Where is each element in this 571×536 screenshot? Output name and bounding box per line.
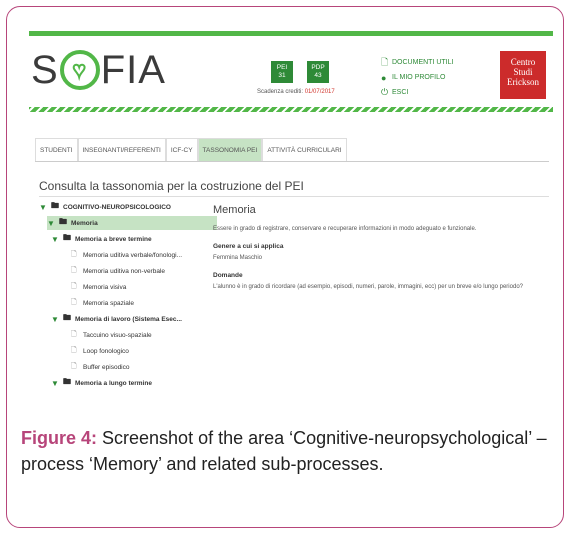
- pei-badge-count: 31: [278, 72, 286, 79]
- tree-node-loop-fonologico[interactable]: 🗋 Loop fonologico: [71, 344, 129, 358]
- logo-right-text: FIA: [100, 48, 166, 92]
- tab-insegnanti-referenti[interactable]: INSEGNANTI/REFERENTI: [77, 138, 166, 161]
- pdp-badge-label: PDP: [311, 64, 325, 71]
- tree-node-cognitivo[interactable]: ▼ 🖿 COGNITIVO-NEUROPSICOLOGICO: [39, 200, 171, 214]
- pei-badge-label: PEI: [276, 64, 288, 71]
- tree-node-label: Memoria uditiva non-verbale: [83, 267, 166, 275]
- figure-caption: Figure 4: Screenshot of the area ‘Cognit…: [21, 425, 557, 477]
- document-icon: 🗋: [71, 346, 77, 354]
- main-tabs: STUDENTI INSEGNANTI/REFERENTI ICF-CY TAS…: [35, 138, 549, 162]
- header-stripe-divider: [29, 107, 553, 112]
- tree-node-uditiva-non-verbale[interactable]: 🗋 Memoria uditiva non-verbale: [71, 264, 165, 278]
- folder-icon: 🖿: [59, 217, 67, 226]
- pdp-counter-badge[interactable]: PDP 43: [307, 61, 329, 83]
- erickson-line-1: Centro: [510, 57, 536, 67]
- logo-left-text: S: [31, 48, 59, 92]
- caption-text: Screenshot of the area ‘Cognitive-neurop…: [21, 428, 547, 474]
- pei-counter-badge[interactable]: PEI 31: [271, 61, 293, 83]
- document-icon: 🗋: [71, 250, 77, 258]
- heart-icon: [59, 50, 100, 90]
- tree-node-label: Memoria: [71, 219, 98, 227]
- tree-node-label: Memoria spaziale: [83, 299, 134, 307]
- expand-triangle-icon[interactable]: ▼: [51, 314, 59, 324]
- tree-node-label: Memoria a lungo termine: [75, 379, 152, 387]
- tree-node-label: Memoria a breve termine: [75, 235, 152, 243]
- document-icon: 🗋: [71, 266, 77, 274]
- folder-icon: 🖿: [63, 377, 71, 386]
- sofia-logo[interactable]: S FIA: [31, 49, 166, 91]
- page-title: Consulta la tassonomia per la costruzion…: [39, 179, 304, 193]
- erickson-logo[interactable]: Centro Studi Erickson: [500, 51, 546, 99]
- tree-node-visiva[interactable]: 🗋 Memoria visiva: [71, 280, 126, 294]
- tree-node-label: Memoria uditiva verbale/fonologi...: [83, 251, 182, 259]
- tree-node-memoria-di-lavoro[interactable]: ▼ 🖿 Memoria di lavoro (Sistema Esec...: [51, 312, 182, 326]
- folder-icon: 🖿: [63, 233, 71, 242]
- tab-studenti[interactable]: STUDENTI: [35, 138, 78, 161]
- expand-triangle-icon[interactable]: ▼: [51, 234, 59, 244]
- tree-node-label: Buffer episodico: [83, 363, 130, 371]
- tree-node-uditiva-verbale[interactable]: 🗋 Memoria uditiva verbale/fonologi...: [71, 248, 182, 262]
- figure-number: Figure 4:: [21, 428, 98, 448]
- tree-node-taccuino[interactable]: 🗋 Taccuino visuo-spaziale: [71, 328, 152, 342]
- figure-frame: S FIA PEI 31 PDP 43 Scadenza crediti: 01…: [6, 6, 564, 528]
- logout-link[interactable]: ⏻ ESCI: [381, 85, 453, 100]
- title-divider: [39, 196, 549, 197]
- detail-panel: Memoria Essere in grado di registrare, c…: [213, 203, 543, 291]
- tab-icf-cy[interactable]: ICF-CY: [165, 138, 198, 161]
- tree-node-breve-termine[interactable]: ▼ 🖿 Memoria a breve termine: [51, 232, 152, 246]
- tree-node-memoria[interactable]: ▼ 🖿 Memoria: [47, 216, 217, 230]
- erickson-line-3: Erickson: [507, 77, 539, 87]
- tree-node-spaziale[interactable]: 🗋 Memoria spaziale: [71, 296, 134, 310]
- document-icon: 🗋: [71, 330, 77, 338]
- detail-description: Essere in grado di registrare, conservar…: [213, 226, 477, 232]
- gender-value: Femmina Maschio: [213, 255, 263, 261]
- document-icon: 🗋: [71, 362, 77, 370]
- tree-node-label: COGNITIVO-NEUROPSICOLOGICO: [63, 203, 171, 211]
- tab-attivita-curriculari[interactable]: ATTIVITÀ CURRICULARI: [262, 138, 347, 161]
- expand-triangle-icon[interactable]: ▼: [51, 378, 59, 388]
- erickson-line-2: Studi: [513, 67, 533, 77]
- questions-label: Domande: [213, 272, 243, 279]
- user-icon: ●: [381, 72, 387, 83]
- tree-node-lungo-termine[interactable]: ▼ 🖿 Memoria a lungo termine: [51, 376, 152, 390]
- tree-node-label: Loop fonologico: [83, 347, 129, 355]
- detail-title: Memoria: [213, 204, 256, 216]
- expand-triangle-icon[interactable]: ▼: [47, 218, 55, 228]
- top-accent-bar: [29, 31, 553, 36]
- tree-node-label: Taccuino visuo-spaziale: [83, 331, 152, 339]
- folder-icon: 🖿: [51, 201, 59, 210]
- gender-label: Genere a cui si applica: [213, 243, 284, 250]
- deadline-label: Scadenza crediti:: [257, 89, 304, 95]
- profile-label: IL MIO PROFILO: [392, 74, 446, 81]
- tab-tassonomia-pei[interactable]: TASSONOMIA PEI: [197, 138, 263, 161]
- power-icon: ⏻: [381, 87, 389, 97]
- deadline-date: 01/07/2017: [304, 89, 335, 95]
- pdp-badge-count: 43: [314, 72, 322, 79]
- document-icon: 🗋: [71, 282, 77, 290]
- folder-icon: 🖿: [63, 313, 71, 322]
- document-icon: 🗋: [381, 56, 389, 67]
- credits-deadline: Scadenza crediti: 01/07/2017: [257, 89, 335, 95]
- tree-node-buffer-episodico[interactable]: 🗋 Buffer episodico: [71, 360, 130, 374]
- tree-node-label: Memoria di lavoro (Sistema Esec...: [75, 315, 182, 323]
- expand-triangle-icon[interactable]: ▼: [39, 202, 47, 212]
- app-screenshot: S FIA PEI 31 PDP 43 Scadenza crediti: 01…: [29, 31, 553, 401]
- document-icon: 🗋: [71, 298, 77, 306]
- logout-label: ESCI: [392, 89, 409, 96]
- documenti-utili-link[interactable]: 🗋 DOCUMENTI UTILI: [381, 55, 453, 70]
- header-links: 🗋 DOCUMENTI UTILI ● IL MIO PROFILO ⏻ ESC…: [381, 55, 453, 100]
- documenti-utili-label: DOCUMENTI UTILI: [392, 59, 454, 66]
- tree-node-label: Memoria visiva: [83, 283, 127, 291]
- profile-link[interactable]: ● IL MIO PROFILO: [381, 70, 453, 85]
- questions-value: L'alunno è in grado di ricordare (ad ese…: [213, 284, 523, 290]
